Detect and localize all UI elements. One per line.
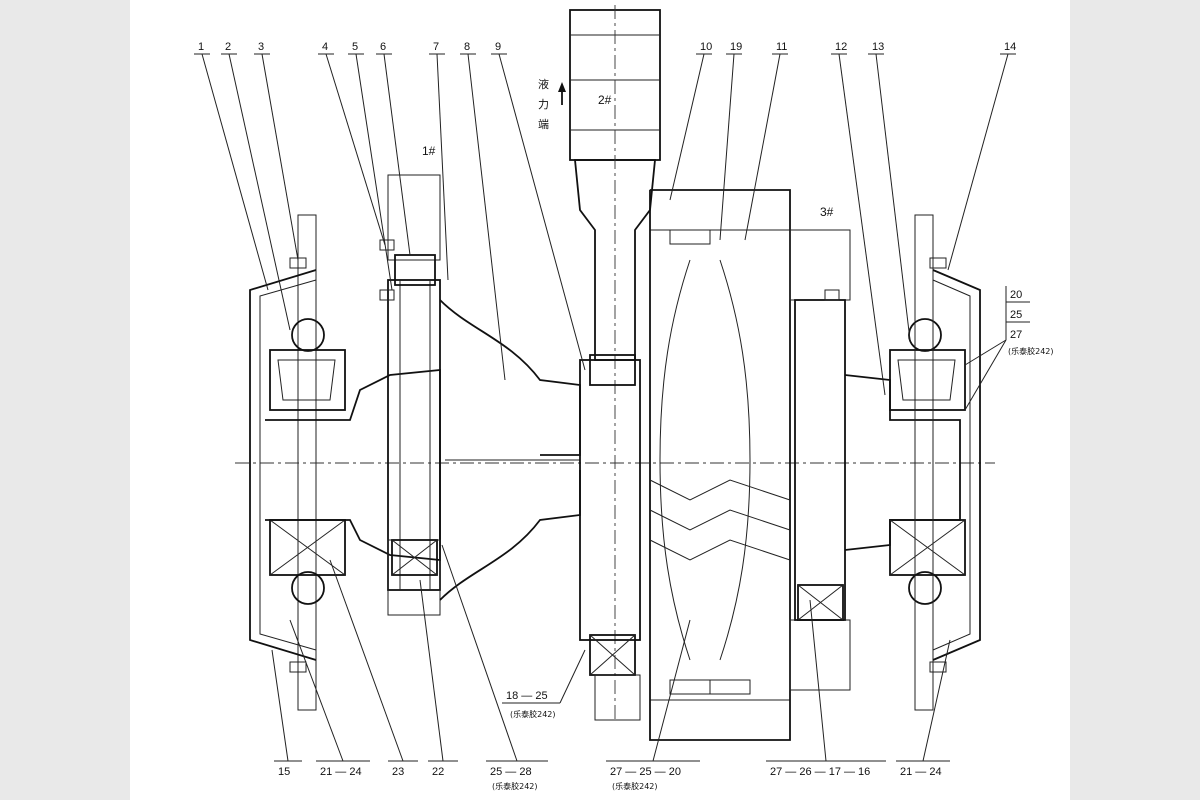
main-shaft: [265, 279, 441, 591]
leader-line-top-12: [838, 53, 886, 396]
callout-18-25: 18 — 25 (乐泰胶242): [502, 649, 586, 719]
direction-char-3: 端: [538, 118, 549, 131]
left-housing: [249, 214, 317, 711]
part-label-top-1: 1: [198, 41, 204, 53]
part-label-top-6: 6: [380, 41, 386, 53]
shaft-label-1: 1#: [422, 144, 436, 158]
leader-line-top-1: [201, 53, 269, 291]
leader-line-top-19: [719, 53, 735, 241]
arrow-up-icon: [558, 82, 566, 92]
part-label-bottom-2: 23: [392, 766, 404, 778]
glue-note-bottom-4: (乐泰胶242): [492, 781, 538, 791]
part-label-top-9: 9: [495, 41, 501, 53]
part-label-bottom-4: 25 — 28: [490, 766, 532, 778]
part-label-top-7: 7: [433, 41, 439, 53]
leader-line-bottom-6: [809, 599, 827, 762]
left-bearing: [269, 318, 346, 605]
part-label-top-2: 2: [225, 41, 231, 53]
part-label-bottom-5: 27 — 25 — 20: [610, 766, 681, 778]
gear-1: [387, 174, 441, 616]
part-label-bottom-6: 27 — 26 — 17 — 16: [770, 766, 870, 778]
stack-25: 25: [1010, 309, 1022, 321]
bottom-callouts: 15 21 — 24 23 22 25 — 28 (乐泰胶242) 27 — 25 — 20…: [271, 544, 951, 791]
leader-line-bottom-4: [441, 544, 518, 762]
right-bearing: [889, 318, 966, 605]
part-label-top-10: 10: [700, 41, 712, 53]
part-label-top-12: 12: [835, 41, 847, 53]
leader-line-top-8: [467, 53, 506, 381]
gear-3: [789, 229, 851, 691]
leader-line-top-11: [744, 53, 781, 241]
leader-line-bottom-2: [329, 559, 404, 762]
shaft-label-2: 2#: [598, 93, 612, 107]
shaft-2: [569, 5, 661, 720]
label-18-25: 18 — 25: [506, 690, 548, 702]
part-label-top-8: 8: [464, 41, 470, 53]
part-label-top-14: 14: [1004, 41, 1016, 53]
right-shaft: [844, 374, 961, 551]
leader-line-top-5: [355, 53, 393, 291]
glue-note-stack: (乐泰胶242): [1008, 346, 1054, 356]
leader-line-bottom-7: [922, 639, 951, 762]
right-housing: [914, 214, 981, 711]
large-gear: [649, 189, 791, 741]
leader-line-top-4: [325, 53, 386, 246]
center-hub: [439, 299, 581, 601]
leader-line-bottom-5: [652, 619, 691, 762]
part-label-top-13: 13: [872, 41, 884, 53]
part-label-bottom-1: 21 — 24: [320, 766, 362, 778]
leader-line-top-13: [875, 53, 911, 341]
glue-note-18-25: (乐泰胶242): [510, 709, 556, 719]
leader-line-top-10: [669, 53, 705, 201]
part-label-bottom-0: 15: [278, 766, 290, 778]
stack-27: 27: [1010, 329, 1022, 341]
part-label-top-3: 3: [258, 41, 264, 53]
leader-line-bottom-0: [271, 649, 289, 762]
right-stack: 20 25 27 (乐泰胶242): [964, 286, 1054, 411]
stack-20: 20: [1010, 289, 1022, 301]
center-coupling: [579, 354, 641, 721]
part-label-top-19: 19: [730, 41, 742, 53]
leader-line-top-9: [498, 53, 586, 371]
leader-line-top-14: [947, 53, 1009, 271]
direction-marker: 液 力 端: [538, 77, 566, 131]
shaft-label-3: 3#: [820, 205, 834, 219]
leader-line-top-6: [383, 53, 411, 256]
bolts: [289, 229, 947, 695]
part-label-top-4: 4: [322, 41, 328, 53]
leader-line-bottom-3: [419, 579, 444, 762]
leader-line-top-7: [436, 53, 449, 281]
leader-line-top-3: [261, 53, 299, 261]
part-label-top-5: 5: [352, 41, 358, 53]
direction-char-1: 液: [538, 77, 549, 91]
part-label-top-11: 11: [776, 41, 787, 53]
glue-note-bottom-5: (乐泰胶242): [612, 781, 658, 791]
leader-line-bottom-1: [289, 619, 344, 762]
part-label-bottom-7: 21 — 24: [900, 766, 942, 778]
part-label-bottom-3: 22: [432, 766, 444, 778]
leader-line-top-2: [228, 53, 291, 331]
direction-char-2: 力: [538, 98, 549, 111]
